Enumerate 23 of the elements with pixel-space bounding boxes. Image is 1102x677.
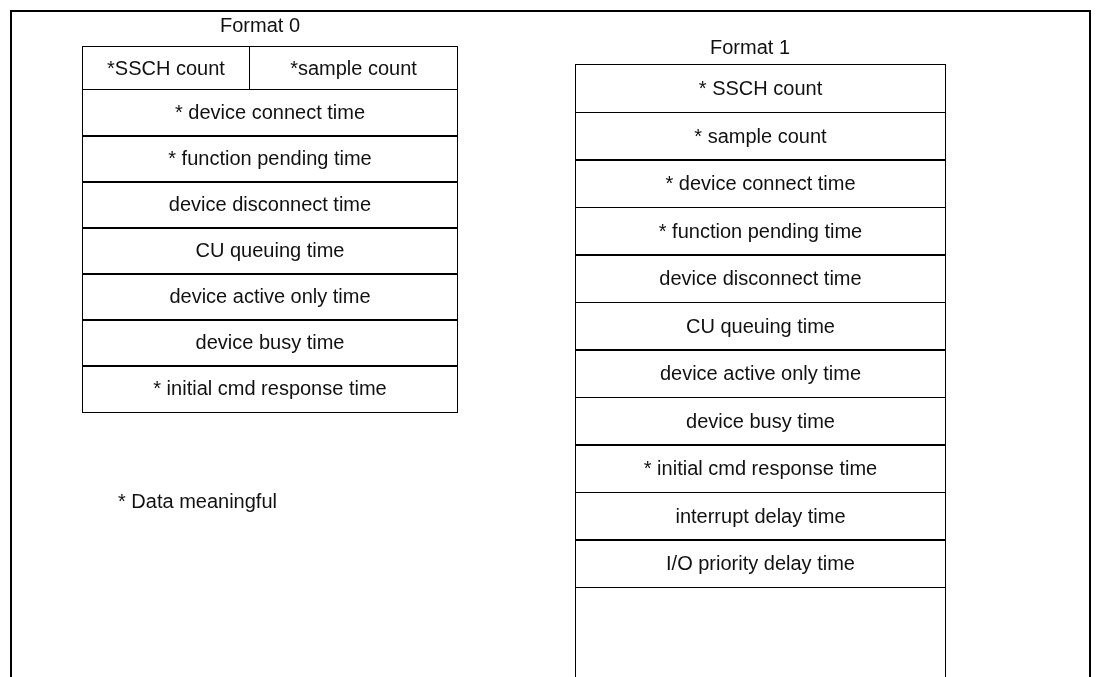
table-cell: * device connect time (82, 89, 458, 137)
table-cell: * function pending time (82, 135, 458, 183)
table-cell: *sample count (249, 46, 458, 90)
table-cell: * initial cmd response time (82, 365, 458, 413)
table-cell: *SSCH count (82, 46, 250, 90)
table-title: Format 1 (710, 36, 791, 59)
table-cell: device disconnect time (575, 254, 946, 303)
table-cell: device active only time (82, 273, 458, 321)
table-cell: device busy time (82, 319, 458, 367)
table-cell: * sample count (575, 111, 946, 161)
table-cell: device active only time (575, 349, 946, 398)
table-cell: * function pending time (575, 206, 946, 256)
table-cell: I/O priority delay time (575, 539, 946, 588)
table-cell: * device connect time (575, 159, 946, 208)
table-cell: CU queuing time (575, 301, 946, 351)
table-cell: * SSCH count (575, 64, 946, 113)
footnote: * Data meaningful (118, 490, 277, 513)
table-cell: device disconnect time (82, 181, 458, 229)
table-cell: interrupt delay time (575, 491, 946, 541)
table-cell: CU queuing time (82, 227, 458, 275)
table-cell: device busy time (575, 396, 946, 446)
table-title: Format 0 (220, 14, 301, 37)
table-cell: * initial cmd response time (575, 444, 946, 493)
